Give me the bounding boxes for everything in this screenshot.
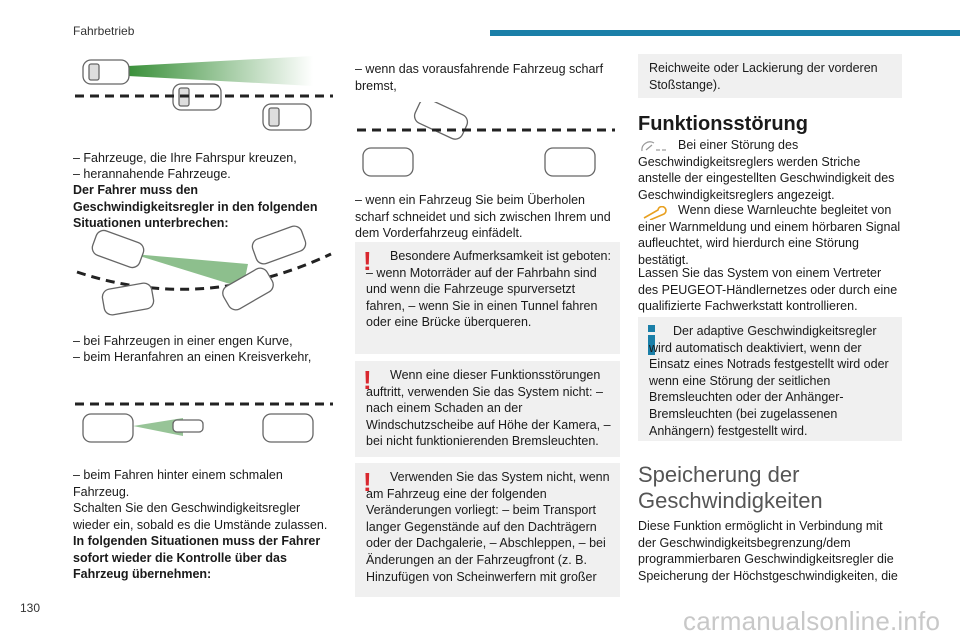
instruction-take-control: In folgenden Situationen muss der Fahrer… xyxy=(73,534,321,582)
memory-paragraph: Diese Funktion ermöglicht in Verbindung … xyxy=(638,519,898,583)
list-roundabout: – beim Heranfahren an einen Kreisverkehr… xyxy=(73,350,312,364)
illustration-tight-curve xyxy=(76,225,332,316)
fault-paragraph-dashes: Bei einer Störung des Geschwindigkeitsre… xyxy=(638,138,895,202)
illustration-narrow-vehicle xyxy=(75,402,333,443)
warning-text-continued: Reichweite oder Lackierung der vorderen … xyxy=(649,61,878,92)
illustration-cut-in xyxy=(357,102,615,177)
instruction-interrupt: Der Fahrer muss den Geschwindigkeitsregl… xyxy=(73,183,318,231)
warning-box-attention: ! Besondere Aufmerksamkeit ist geboten: … xyxy=(355,242,620,354)
warning-box-malfunction: ! Wenn eine dieser Funktionsstörungen au… xyxy=(355,361,620,457)
wrench-warning-icon xyxy=(643,206,667,220)
warning-box-continued: Reichweite oder Lackierung der vorderen … xyxy=(638,54,902,98)
info-text-deactivation: Der adaptive Geschwindigkeitsregler wird… xyxy=(649,324,889,438)
list-cut-in: – wenn ein Fahrzeug Sie beim Überholen s… xyxy=(355,193,611,241)
watermark: carmanualsonline.info xyxy=(683,606,941,636)
warning-text-attention: Besondere Aufmerksamkeit ist geboten: – … xyxy=(366,249,611,330)
warning-box-modifications: ! Verwenden Sie das System nicht, wenn a… xyxy=(355,463,620,597)
speed-dashes-icon xyxy=(641,141,666,152)
list-narrow-vehicle: – beim Fahren hinter einem schmalen Fahr… xyxy=(73,468,283,499)
list-crossing-lanes: – Fahrzeuge, die Ihre Fahrspur kreuzen, xyxy=(73,151,297,165)
exclamation-icon: ! xyxy=(363,467,372,497)
warning-text-modifications: Verwenden Sie das System nicht, wenn am … xyxy=(366,470,610,584)
page-number: 130 xyxy=(20,601,41,615)
heading-speed-memory: Speicherung der Geschwindigkeiten xyxy=(638,462,823,513)
exclamation-icon: ! xyxy=(363,246,372,276)
list-tight-curve: – bei Fahrzeugen in einer engen Kurve, xyxy=(73,334,293,348)
paragraph-reactivate: Schalten Sie den Geschwindigkeitsregler … xyxy=(73,501,328,532)
list-oncoming: – herannahende Fahrzeuge. xyxy=(73,167,231,181)
heading-fault: Funktionsstörung xyxy=(638,113,808,135)
illustration-crossing-vehicles xyxy=(75,56,333,131)
fault-paragraph-light: Wenn diese Warnleuchte begleitet von ein… xyxy=(638,203,901,267)
fault-paragraph-check: Lassen Sie das System von einem Vertrete… xyxy=(638,266,898,314)
exclamation-icon: ! xyxy=(363,365,372,395)
warning-text-malfunction: Wenn eine dieser Funktionsstörungen auft… xyxy=(366,368,611,449)
info-box-deactivation: Der adaptive Geschwindigkeitsregler wird… xyxy=(638,317,902,441)
section-title: Fahrbetrieb xyxy=(73,24,135,38)
info-icon xyxy=(648,325,655,355)
list-sharp-braking: – wenn das vorausfahrende Fahrzeug schar… xyxy=(355,62,604,93)
header-accent-bar xyxy=(490,30,960,36)
